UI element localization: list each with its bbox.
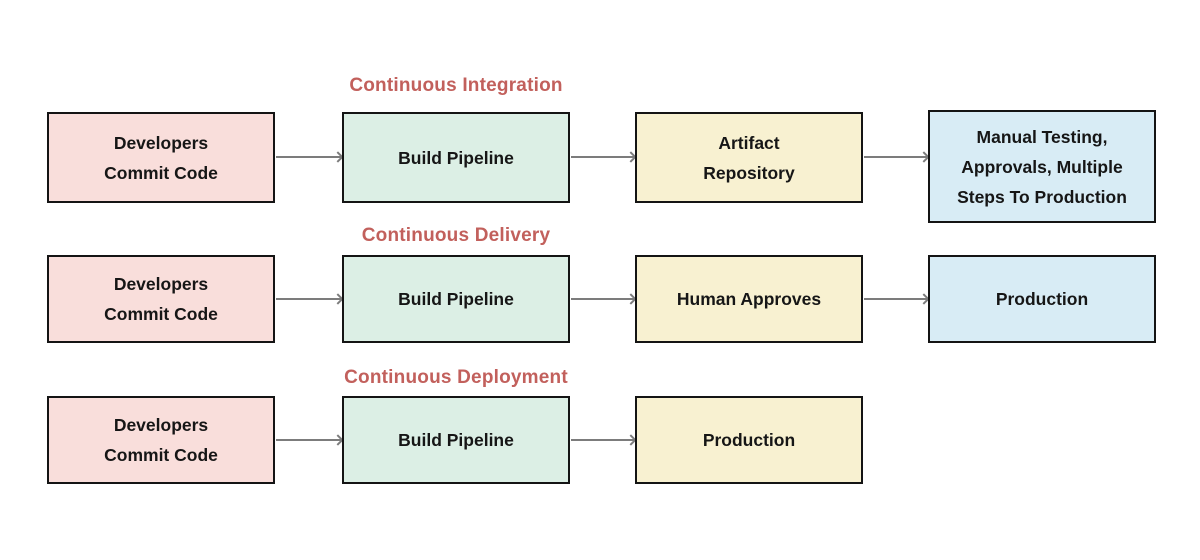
- node-label: Developers Commit Code: [104, 274, 218, 324]
- node-label: Production: [702, 430, 796, 450]
- node-label: Developers Commit Code: [104, 132, 218, 183]
- flow-arrow-icon: [276, 439, 341, 441]
- row-title-continuous-integration: Continuous Integration: [349, 75, 563, 96]
- node-cdep-developers-commit-code: Developers Commit Code: [47, 396, 275, 484]
- node-cdep-production: Production: [635, 396, 863, 484]
- flow-arrow-icon: [571, 439, 634, 441]
- node-label: Production: [995, 289, 1089, 309]
- node-label: Build Pipeline: [398, 289, 514, 309]
- flow-arrow-icon: [276, 298, 341, 300]
- row-title-continuous-delivery: Continuous Delivery: [361, 225, 551, 246]
- node-label: Human Approves: [676, 289, 822, 309]
- node-ci-build-pipeline: Build Pipeline: [342, 112, 570, 203]
- node-label: Build Pipeline: [398, 147, 514, 168]
- node-cd-human-approves: Human Approves: [635, 255, 863, 343]
- node-cdep-build-pipeline: Build Pipeline: [342, 396, 570, 484]
- node-label: Artifact Repository: [703, 132, 795, 183]
- flow-arrow-icon: [276, 156, 341, 158]
- flow-arrow-icon: [864, 156, 927, 158]
- flow-arrow-icon: [571, 298, 634, 300]
- node-cd-production: Production: [928, 255, 1156, 343]
- node-label: Build Pipeline: [398, 430, 514, 450]
- node-label: Manual Testing, Approvals, Multiple Step…: [957, 126, 1127, 207]
- flow-arrow-icon: [571, 156, 634, 158]
- node-cd-developers-commit-code: Developers Commit Code: [47, 255, 275, 343]
- flow-arrow-icon: [864, 298, 927, 300]
- node-label: Developers Commit Code: [104, 415, 218, 465]
- row-title-continuous-deployment: Continuous Deployment: [344, 367, 568, 388]
- node-ci-manual-testing-approvals: Manual Testing, Approvals, Multiple Step…: [928, 110, 1156, 223]
- node-ci-developers-commit-code: Developers Commit Code: [47, 112, 275, 203]
- node-cd-build-pipeline: Build Pipeline: [342, 255, 570, 343]
- node-ci-artifact-repository: Artifact Repository: [635, 112, 863, 203]
